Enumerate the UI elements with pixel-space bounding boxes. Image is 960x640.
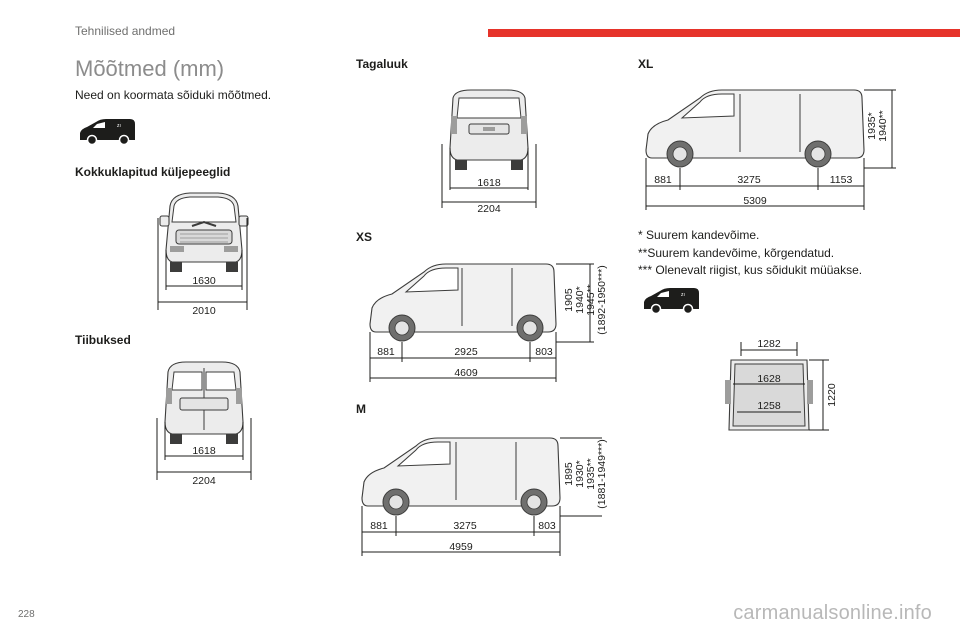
cargo-area-diagram: 1282 1628 1258 1220 [725,338,838,431]
xs-side-view-diagram: 881 2925 803 4609 1905 1940* 1945** (189… [369,263,608,382]
xs-front-overhang: 881 [377,346,395,358]
m-side-view-diagram: 881 3275 803 4959 1895 1930* 1935** (188… [361,437,608,556]
xs-height-2: 1940* [574,286,586,313]
front-view-mirrors-diagram: 1630 2010 [157,192,249,317]
m-wheelbase: 3275 [453,520,477,532]
xs-height-4: (1892-1950***) [596,265,608,334]
right-mirror-icon [238,215,249,227]
xl-side-view-diagram: 881 3275 1153 5309 1935* 1940** [645,89,896,210]
m-height-2: 1930* [574,460,586,487]
xs-height-3: 1945** [585,284,597,316]
xs-rear-overhang: 803 [535,346,553,358]
cargo-top-width: 1282 [757,338,781,350]
mirrors-title: Kokkuklapitud küljepeeglid [75,165,231,179]
tailgate-title: Tagaluuk [356,57,408,71]
wing-doors-title: Tiibuksed [75,333,131,347]
cargo-mid-width: 1628 [757,373,781,385]
van-side-icon: zı [644,288,699,315]
xl-title: XL [638,57,654,71]
m-height-4: (1881-1949***) [596,439,608,508]
xl-rear-overhang: 1153 [830,174,853,186]
xs-height-1: 1905 [563,288,575,312]
van-side-icon: zı [80,119,135,146]
m-rear-overhang: 803 [538,520,556,532]
wing-doors-inner-width: 1618 [192,445,216,457]
m-height-1: 1895 [563,462,575,486]
m-total-length: 4959 [449,541,473,553]
intro-text: Need on koormata sõiduki mõõtmed. [75,88,272,102]
xl-height-2: 1940** [877,110,889,142]
rear-view-wing-doors-diagram: 1618 2204 [156,361,252,487]
xl-wheelbase: 3275 [737,174,761,186]
xs-wheelbase: 2925 [454,346,478,358]
svg-text:zı: zı [117,123,121,129]
xl-front-overhang: 881 [654,174,672,186]
tailgate-inner-width: 1618 [477,177,501,189]
xs-total-length: 4609 [454,367,478,379]
mirrors-inner-width: 1630 [192,275,216,287]
svg-text:zı: zı [681,292,685,298]
footnote-3: *** Olenevalt riigist, kus sõidukit müüa… [638,263,863,277]
watermark: carmanualsonline.info [733,602,932,624]
m-front-overhang: 881 [370,520,388,532]
xl-total-length: 5309 [743,195,767,207]
tailgate-outer-width: 2204 [477,203,501,215]
cargo-bottom-width: 1258 [757,400,781,412]
footnotes: * Suurem kandevõime. **Suurem kandevõime… [638,227,862,280]
xs-title: XS [356,230,373,244]
header-accent-bar [488,29,960,37]
xl-height-1: 1935* [866,112,878,139]
m-title: M [356,402,366,416]
page-title: Mõõtmed (mm) [75,56,225,81]
mirrors-outer-width: 2010 [192,305,216,317]
page-number: 228 [18,609,35,620]
cargo-height: 1220 [826,383,838,407]
footnote-1: * Suurem kandevõime. [638,228,760,242]
section-label: Tehnilised andmed [75,24,176,38]
rear-view-tailgate-diagram: 1618 2204 [441,89,537,215]
wing-doors-outer-width: 2204 [192,475,216,487]
left-mirror-icon [159,215,170,227]
footnote-2: **Suurem kandevõime, kõrgendatud. [638,245,835,260]
m-height-3: 1935** [585,458,597,490]
